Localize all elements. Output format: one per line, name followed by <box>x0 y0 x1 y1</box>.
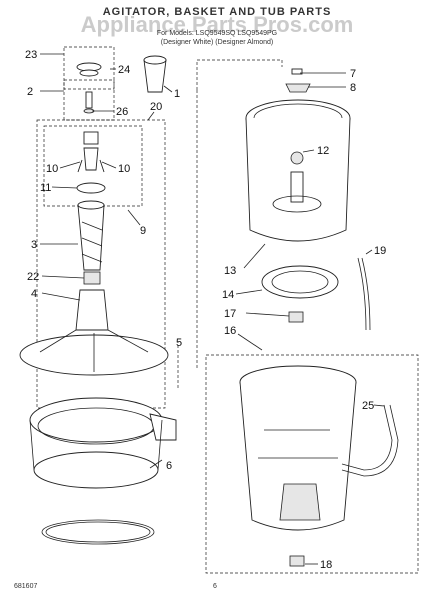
part-12-hub <box>290 151 304 165</box>
callout-17: 17 <box>224 308 236 320</box>
callout-3: 3 <box>31 239 37 251</box>
part-18-nut <box>289 555 305 567</box>
callout-5: 5 <box>176 337 182 349</box>
part-19-hose <box>357 257 367 331</box>
part-22-spline <box>83 271 101 285</box>
callout-4: 4 <box>31 288 37 300</box>
callout-20: 20 <box>150 101 162 113</box>
color-line: (Designer White) (Designer Almond) <box>160 39 274 46</box>
callout-2: 2 <box>27 86 33 98</box>
callout-25: 25 <box>362 400 374 412</box>
callout-10-right: 10 <box>118 163 130 175</box>
leader-lines <box>40 53 385 565</box>
callout-6: 6 <box>166 460 172 472</box>
callout-22: 22 <box>27 271 39 283</box>
callout-11: 11 <box>40 182 51 194</box>
part-tub-ring-top <box>29 397 163 443</box>
part-cam-top <box>83 131 99 145</box>
callout-1: 1 <box>174 88 180 100</box>
callout-8: 8 <box>350 82 356 94</box>
part-24-seal <box>79 69 99 77</box>
part-17-nut <box>288 311 304 323</box>
diagram-title: AGITATOR, BASKET AND TUB PARTS <box>102 6 332 18</box>
callout-12: 12 <box>317 145 329 157</box>
watermark-text: Appliance Parts Pros.com <box>80 12 354 37</box>
callout-14: 14 <box>222 289 234 301</box>
callout-10-left: 10 <box>46 163 58 175</box>
part-3-auger <box>77 204 105 271</box>
callout-13: 13 <box>224 265 236 277</box>
box-tub-assembly <box>205 354 419 574</box>
model-line: For Models: LSQ9549SQ LSQ9549PG <box>156 30 278 37</box>
callout-26: 26 <box>116 106 128 118</box>
callout-23: 23 <box>25 49 37 61</box>
part-11-ring <box>76 182 106 194</box>
part-4-agitator-column <box>75 289 109 331</box>
part-6-gasket <box>41 519 155 545</box>
callout-18: 18 <box>320 559 332 571</box>
callout-19: 19 <box>374 245 386 257</box>
part-26-bolt <box>85 91 93 109</box>
box-cap-assembly <box>63 46 115 90</box>
part-tub-ring-tab <box>149 413 177 441</box>
part-25-hose <box>341 404 393 471</box>
doc-number: 681607 <box>14 583 38 590</box>
callout-24: 24 <box>118 64 130 76</box>
page-number: 6 <box>213 583 217 590</box>
part-16-tub-body <box>239 381 357 531</box>
callout-9: 9 <box>140 225 146 237</box>
callout-16: 16 <box>224 325 236 337</box>
callout-7: 7 <box>350 68 356 80</box>
part-tub-ring-lower <box>33 451 159 489</box>
part-cam-body <box>83 147 99 171</box>
part-1-dispenser <box>143 59 167 93</box>
part-8-bracket <box>285 83 311 93</box>
part-7-clip <box>291 68 303 75</box>
